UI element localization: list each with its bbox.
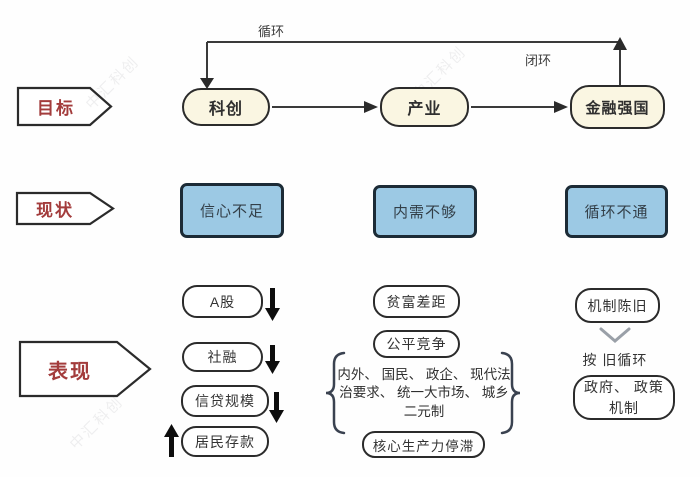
- issue-outdated-mechanism: 机制陈旧: [575, 288, 660, 323]
- braced-line-1: 内外、 国民、 政企、 现代法: [337, 367, 511, 383]
- indicator-household-deposits: 居民存款: [181, 426, 269, 457]
- braced-line-2: 治要求、 统一大市场、 城乡: [339, 385, 509, 401]
- issue-wealth-gap: 贫富差距: [373, 285, 460, 318]
- braced-issues-text: 内外、 国民、 政企、 现代法 治要求、 统一大市场、 城乡 二元制: [337, 365, 510, 422]
- trend-down-icon-credit-scale: [269, 392, 284, 423]
- loop-arrow: [206, 41, 621, 85]
- right-brace: [500, 351, 521, 435]
- trend-down-icon-a-share: [265, 288, 280, 321]
- goal-row-label: 目标: [37, 99, 75, 118]
- issue-core-productivity: 核心生产力停滞: [362, 431, 485, 458]
- loop-arrowhead-up-icon: [613, 37, 627, 50]
- indicator-social-financing: 社融: [182, 342, 263, 372]
- goal-node-financial-power: 金融强国: [570, 85, 665, 129]
- status-node-circulation: 循环不通: [565, 185, 668, 238]
- status-node-domestic-demand: 内需不够: [373, 185, 477, 238]
- status-node-confidence: 信心不足: [180, 183, 284, 238]
- braced-line-3: 二元制: [403, 403, 445, 419]
- loop-arrowhead-down-icon: [200, 78, 214, 89]
- indicator-credit-scale: 信贷规模: [181, 385, 269, 417]
- trend-up-icon-household-deposits: [164, 424, 179, 457]
- government-policy-line-2: 机制: [609, 399, 639, 416]
- flow-arrow-1: [272, 101, 378, 113]
- loop-label: 循环: [257, 23, 284, 39]
- goal-node-industry: 产业: [380, 87, 469, 127]
- chevron-down-icon: [599, 327, 631, 343]
- closed-loop-label: 闭环: [524, 52, 551, 68]
- performance-pentagon: [18, 340, 152, 398]
- status-pentagon: [15, 191, 115, 226]
- goal-node-tech-innovation: 科创: [182, 88, 270, 126]
- performance-row-label: 表现: [48, 360, 92, 383]
- old-cycle-note: 按 旧循环: [582, 352, 648, 368]
- issue-fair-competition: 公平竞争: [373, 330, 460, 358]
- left-brace: [325, 351, 346, 435]
- issue-government-policy: 政府、 政策 机制: [573, 375, 675, 420]
- indicator-a-share: A股: [182, 285, 263, 318]
- status-row-label: 现状: [36, 201, 74, 220]
- trend-down-icon-social-financing: [265, 345, 280, 374]
- goal-pentagon: [16, 86, 113, 127]
- government-policy-line-1: 政府、 政策: [584, 379, 664, 396]
- flow-arrow-2: [471, 101, 568, 113]
